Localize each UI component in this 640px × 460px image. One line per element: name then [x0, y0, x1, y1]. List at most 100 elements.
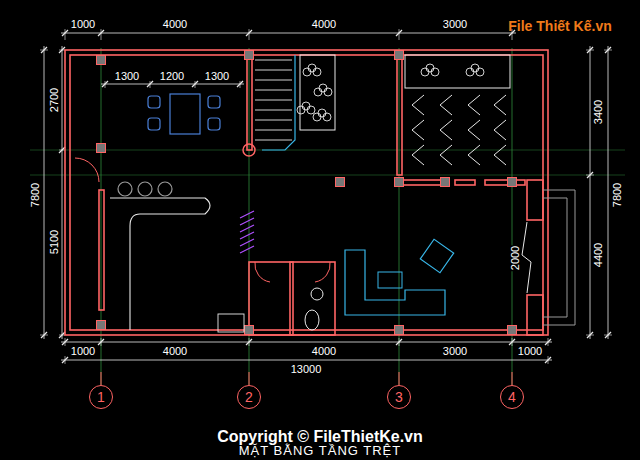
wall [402, 180, 442, 185]
column [395, 178, 404, 187]
bar-stool [158, 182, 172, 196]
stair-rail [262, 55, 295, 150]
stair-tread [255, 60, 292, 61]
extension-line [512, 338, 513, 346]
dimension-text: 7800 [29, 182, 41, 208]
extension-line [249, 29, 250, 40]
extension-line [65, 338, 66, 346]
column [508, 178, 517, 187]
dimension-tick [587, 172, 593, 178]
grid-number: 1 [97, 390, 105, 404]
chair [208, 118, 220, 130]
dimension-text: 1300 [204, 70, 230, 82]
ramp-chevron [494, 145, 506, 165]
dimension-line [62, 46, 63, 339]
ramp-chevron [412, 145, 424, 165]
extension-line [548, 338, 549, 346]
dimension-text: 4000 [311, 18, 337, 30]
grid-bubble: 3 [387, 385, 411, 409]
door-swing [315, 262, 330, 282]
stair-tread [255, 130, 292, 131]
dimension-tick [59, 147, 65, 153]
wall [397, 55, 402, 175]
coffee-table [378, 272, 402, 288]
dimension-text: 1300 [114, 70, 140, 82]
stair-tread [255, 120, 292, 121]
grid-bubble: 1 [89, 385, 113, 409]
bar-stool [138, 182, 152, 196]
dimension-tick [396, 339, 402, 345]
dimension-tick [545, 339, 551, 345]
dimension-tick [605, 47, 611, 53]
ramp-chevron [412, 120, 424, 140]
extension-line [65, 356, 66, 364]
grid-number: 3 [395, 390, 403, 404]
ramp-chevron [494, 120, 506, 140]
grid-bubble-stem [101, 372, 102, 385]
plant [421, 68, 429, 76]
armchair [420, 239, 453, 272]
dimension-tick [98, 339, 104, 345]
dimension-tick [41, 47, 47, 53]
dimension-tick [605, 332, 611, 338]
dimension-text: 3000 [442, 18, 468, 30]
column [395, 51, 404, 60]
dimension-line [590, 46, 591, 339]
dimension-text: 4400 [592, 242, 604, 268]
dimension-tick [41, 332, 47, 338]
plant [318, 109, 326, 117]
extension-line [399, 338, 400, 346]
extension-line [40, 50, 48, 51]
ramp-chevron [494, 95, 506, 115]
extension-line [105, 81, 106, 88]
door-swing [255, 262, 270, 282]
stair-tread [255, 110, 292, 111]
wall [527, 295, 543, 335]
wall [485, 180, 525, 185]
dimension-line [61, 342, 552, 343]
ramp-chevron [440, 120, 452, 140]
hatch [240, 218, 254, 225]
extension-line [399, 29, 400, 40]
bay-window [543, 198, 567, 317]
plant [426, 64, 434, 72]
column [97, 321, 106, 330]
wall [70, 55, 543, 330]
sofa [345, 250, 445, 315]
plant [319, 84, 327, 92]
extension-line [101, 338, 102, 346]
dimension-tick [545, 357, 551, 363]
extension-line [240, 81, 241, 88]
hatch [240, 225, 254, 232]
dimension-tick [237, 81, 243, 87]
dimension-text: 1200 [159, 70, 185, 82]
stair-tread [255, 90, 292, 91]
dimension-text: 1000 [517, 345, 543, 357]
dimension-tick [587, 47, 593, 53]
column [508, 326, 517, 335]
column [336, 178, 345, 187]
cabinet [218, 314, 244, 332]
stair-tread [255, 140, 292, 141]
dimension-text: 3000 [442, 345, 468, 357]
dimension-text: 2000 [509, 245, 521, 271]
plant [308, 64, 316, 72]
plant [297, 106, 305, 114]
planter [300, 55, 335, 130]
grid-line [30, 175, 625, 176]
grid-bubble-stem [512, 372, 513, 385]
toilet [305, 310, 319, 330]
plant [476, 68, 484, 76]
dimension-line [61, 33, 516, 34]
wall [290, 262, 293, 335]
grid-number: 4 [508, 390, 516, 404]
column [97, 144, 106, 153]
hatch [240, 232, 254, 239]
plant [324, 88, 332, 96]
round-column [243, 144, 255, 156]
dimension-tick [62, 339, 68, 345]
dimension-text: 4000 [162, 345, 188, 357]
dimension-line [44, 46, 45, 339]
stair-tread [255, 80, 292, 81]
dimension-tick [192, 81, 198, 87]
